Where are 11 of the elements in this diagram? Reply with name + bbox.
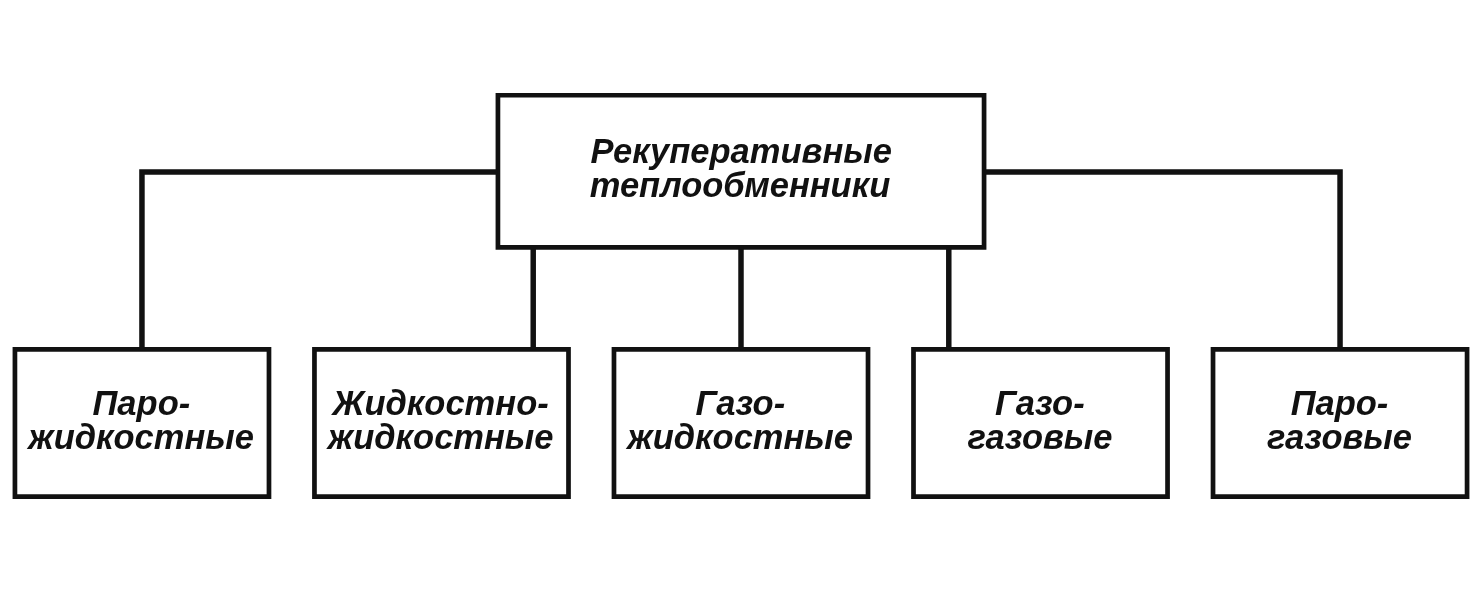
- node-box: Жидкостно- жидкостные: [312, 346, 571, 500]
- node-box: Газо- жидкостные: [611, 346, 871, 500]
- connector: [946, 247, 952, 350]
- node-box: Газо- газовые: [911, 346, 1170, 500]
- node-box: Паро- жидкостные: [12, 346, 272, 500]
- node-box: Рекуперативные теплообменники: [495, 92, 987, 250]
- connector: [984, 169, 1343, 350]
- connector: [738, 247, 744, 350]
- connector: [139, 169, 498, 350]
- node-box: Паро- газовые: [1210, 346, 1470, 500]
- connector: [530, 247, 536, 350]
